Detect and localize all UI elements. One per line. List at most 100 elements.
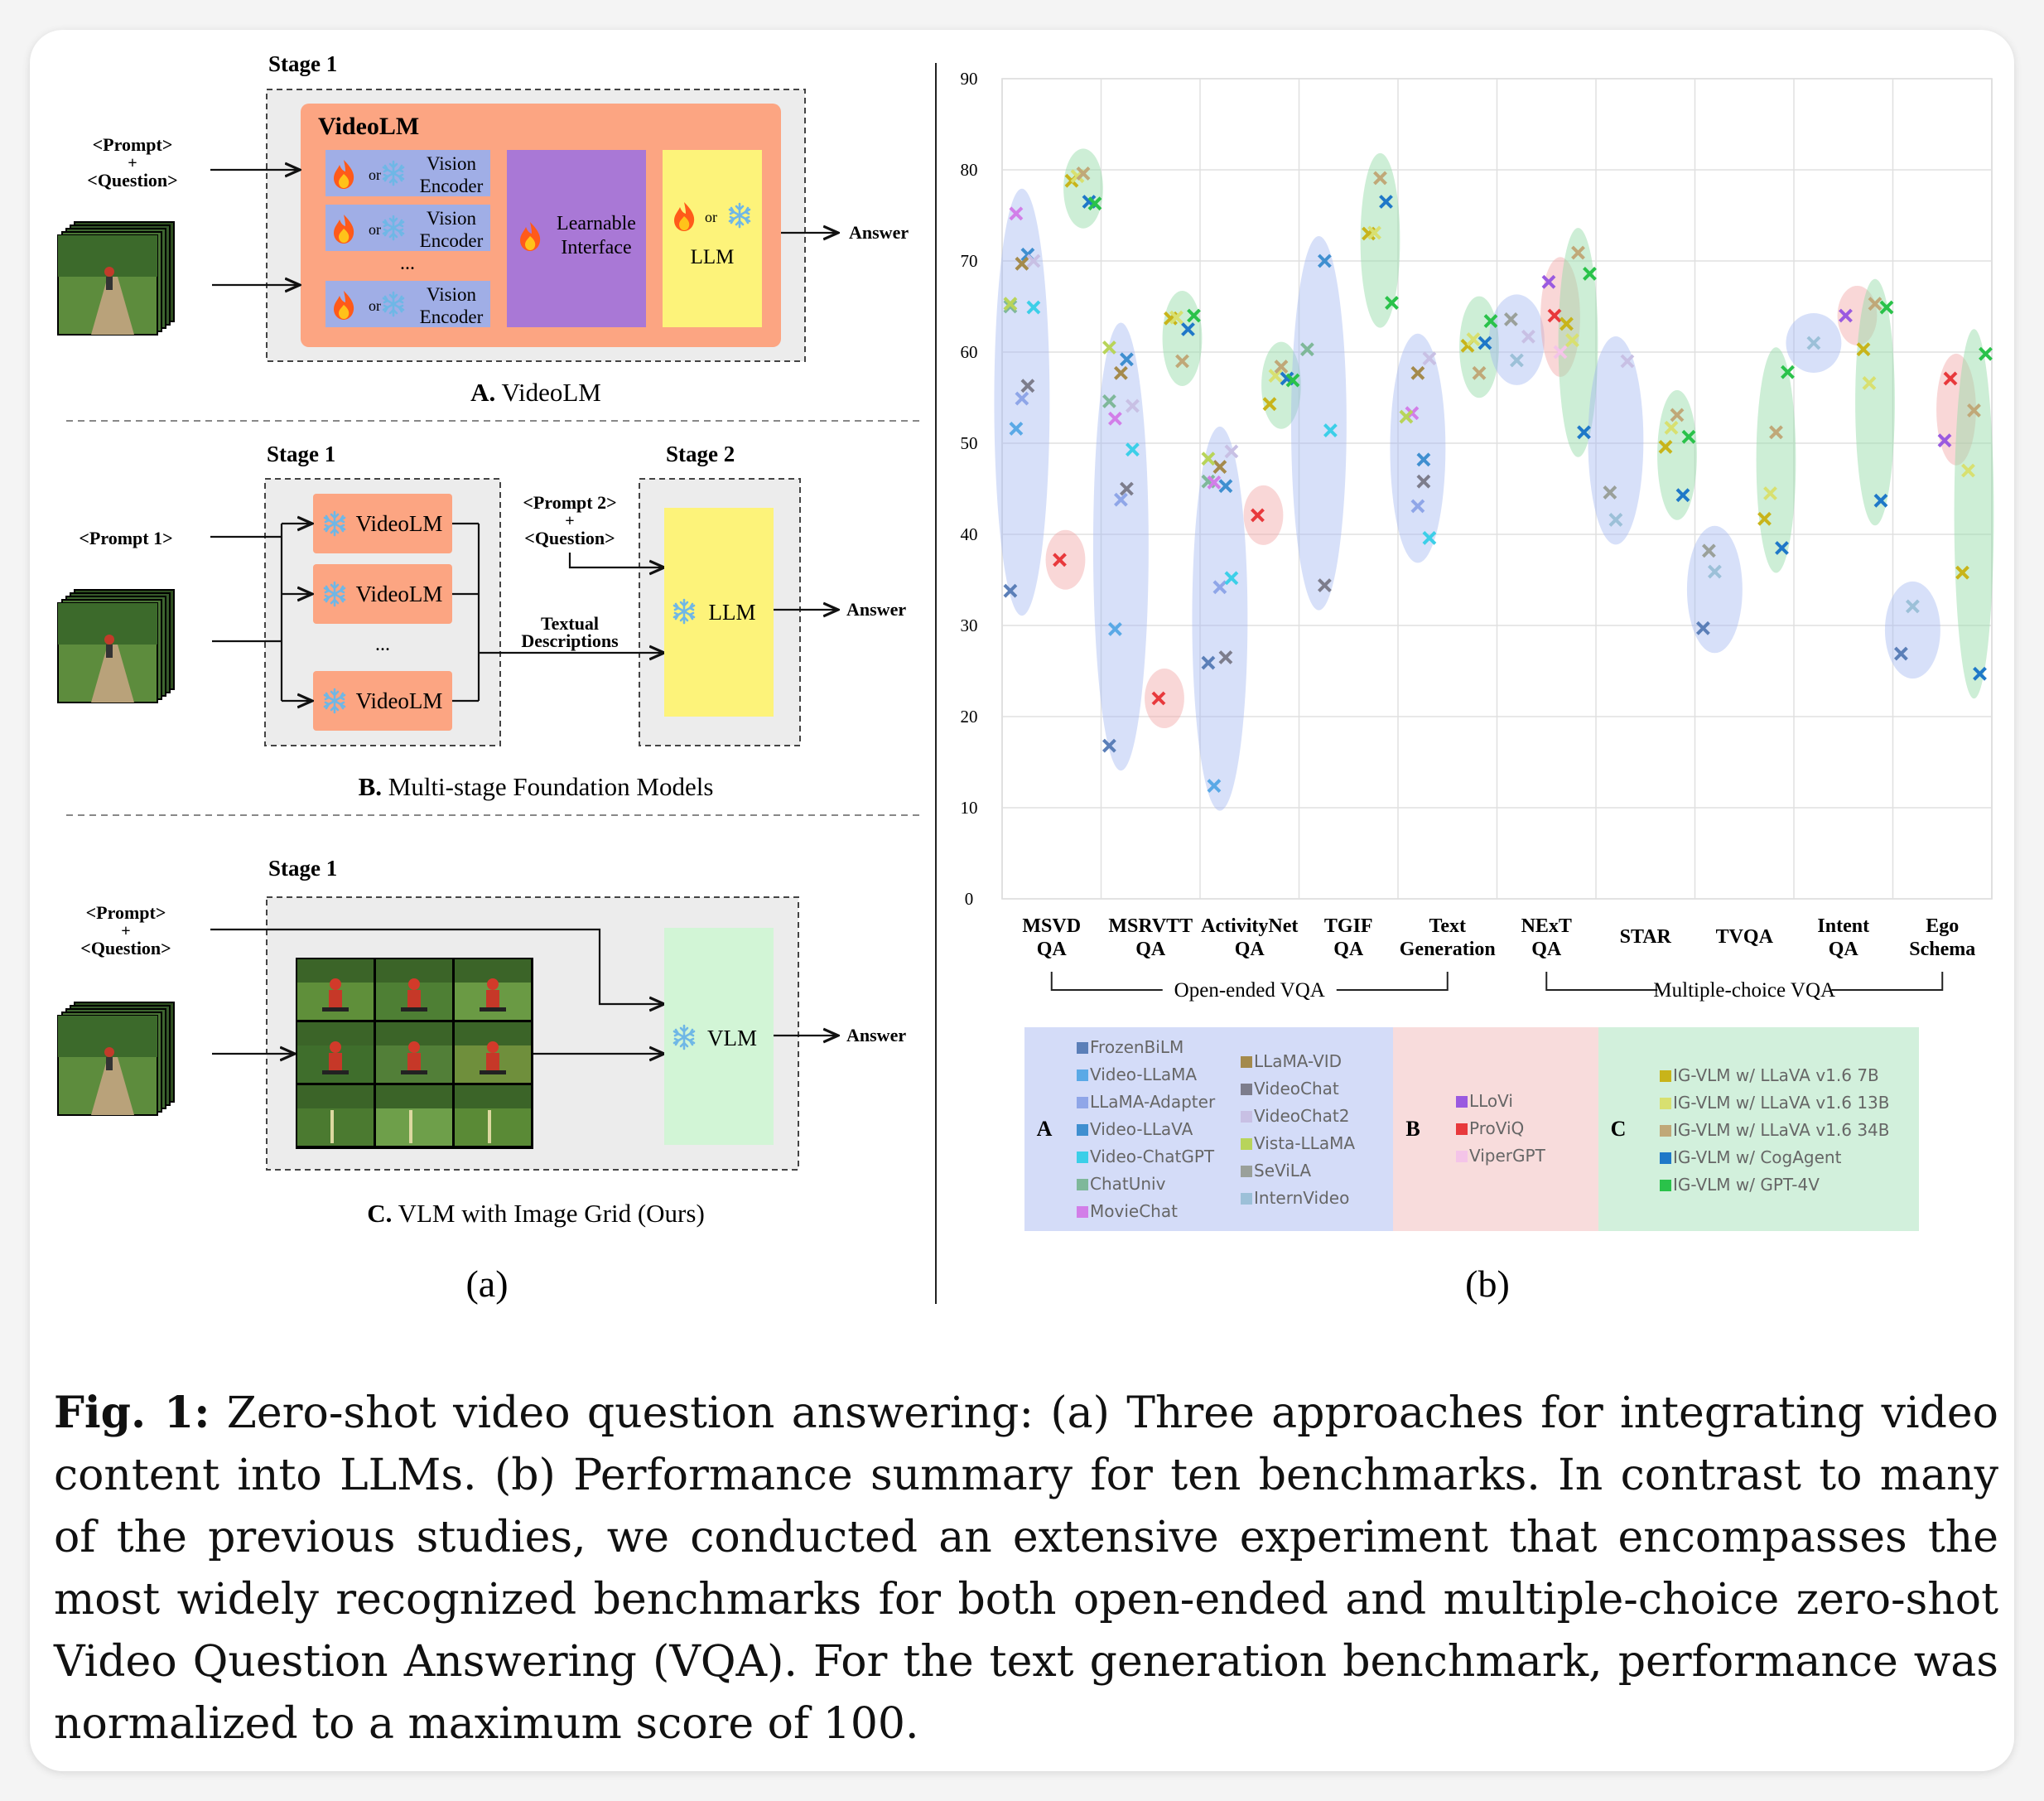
svg-text:Descriptions: Descriptions — [521, 630, 619, 651]
data-point — [1125, 398, 1140, 413]
svg-text:VLM: VLM — [707, 1026, 757, 1050]
svg-text:<Prompt 2>: <Prompt 2> — [523, 492, 616, 513]
group-ellipse-a — [1390, 333, 1446, 563]
legend-item: ChatUniv — [1077, 1174, 1166, 1194]
data-point — [1893, 646, 1908, 661]
data-point — [1053, 553, 1067, 567]
svg-text:or: or — [369, 297, 381, 314]
legend-item: MovieChat — [1077, 1201, 1178, 1221]
svg-text:IG-VLM w/ GPT-4V: IG-VLM w/ GPT-4V — [1673, 1175, 1820, 1195]
data-point — [1076, 166, 1091, 181]
group-ellipse-a — [1290, 236, 1347, 611]
data-point — [1658, 439, 1673, 454]
data-point — [1224, 444, 1239, 459]
data-point — [1955, 565, 1969, 580]
svg-text:or: or — [369, 221, 381, 238]
data-point — [1262, 397, 1277, 412]
legend-item: IG-VLM w/ LLaVA v1.6 13B — [1660, 1093, 1889, 1113]
data-point — [1553, 345, 1568, 360]
legend-item: SeViLA — [1241, 1161, 1311, 1181]
legend-item: IG-VLM w/ GPT-4V — [1660, 1175, 1820, 1195]
svg-text:LLM: LLM — [709, 600, 756, 625]
data-point — [1763, 486, 1777, 500]
svg-text:IG-VLM w/ LLaVA v1.6 13B: IG-VLM w/ LLaVA v1.6 13B — [1673, 1093, 1889, 1113]
svg-text:IG-VLM w/ CogAgent: IG-VLM w/ CogAgent — [1673, 1147, 1842, 1167]
legend-group-label: C — [1611, 1117, 1627, 1141]
data-point — [1113, 492, 1128, 507]
svg-text:LLaMA-Adapter: LLaMA-Adapter — [1090, 1092, 1216, 1112]
svg-text:Stage 2: Stage 2 — [666, 442, 735, 466]
svg-text:VideoChat: VideoChat — [1254, 1079, 1339, 1098]
group-ellipse-b — [1540, 257, 1580, 377]
x-category-label: TVQA — [1716, 926, 1774, 948]
data-point — [1769, 425, 1783, 440]
y-tick-label: 60 — [961, 342, 978, 362]
svg-text:VideoLM: VideoLM — [356, 511, 443, 536]
data-point — [1422, 351, 1437, 366]
data-point — [1478, 336, 1492, 350]
a-encoder-dots: ... — [400, 253, 415, 274]
figure-caption: Fig. 1: Zero-shot video question answeri… — [54, 1382, 1998, 1755]
data-point — [1207, 779, 1222, 794]
data-point — [1119, 352, 1134, 367]
data-point — [1169, 310, 1183, 325]
svg-text:FrozenBiLM: FrozenBiLM — [1090, 1037, 1183, 1057]
vision-encoder-2: or Vision Encoder — [325, 205, 490, 251]
data-point — [1967, 403, 1981, 418]
group-ellipse-c — [1855, 278, 1895, 526]
data-point — [1879, 300, 1894, 315]
b-videolm-3: VideoLM — [313, 671, 452, 731]
data-point — [1973, 666, 1987, 681]
data-point — [1583, 266, 1597, 281]
data-point — [1187, 308, 1201, 323]
data-point — [1577, 425, 1591, 440]
data-point — [1125, 442, 1140, 457]
a-llm-label: LLM — [691, 246, 735, 268]
group-ellipse-c — [1558, 228, 1598, 457]
data-point — [1379, 195, 1393, 209]
data-point — [1873, 493, 1888, 508]
grid-cell-image — [297, 1022, 374, 1083]
group-ellipse-c — [1954, 329, 1994, 699]
svg-text:Textual: Textual — [541, 613, 599, 634]
svg-text:Video-LLaMA: Video-LLaMA — [1090, 1065, 1197, 1084]
data-point — [1675, 488, 1690, 503]
data-point — [1416, 474, 1431, 489]
grid-cell-image — [297, 959, 374, 1020]
data-point — [1757, 511, 1772, 526]
svg-text:<Question>: <Question> — [80, 938, 171, 958]
c-video-frames — [57, 1002, 175, 1116]
svg-text:or: or — [369, 167, 381, 183]
x-group-bracket: Multiple-choice VQA — [1545, 972, 1944, 1002]
data-point — [1571, 245, 1585, 260]
group-ellipse-b — [1045, 529, 1086, 590]
data-point — [1285, 373, 1300, 388]
b-prompt1-label: <Prompt 1> — [79, 528, 172, 548]
legend-group-b — [1393, 1027, 1598, 1231]
data-point — [1979, 346, 1993, 361]
grid-cell-image — [376, 959, 452, 1020]
data-point — [1020, 379, 1035, 394]
y-tick-label: 70 — [961, 251, 978, 271]
data-point — [1565, 333, 1579, 348]
data-point — [1472, 365, 1487, 380]
data-point — [1087, 196, 1102, 211]
panel-label-b: (b) — [1465, 1263, 1510, 1305]
a-llm-box — [663, 150, 762, 327]
x-group-label: Multiple-choice VQA — [1653, 979, 1835, 1002]
y-tick-label: 0 — [965, 889, 974, 909]
legend-item: IG-VLM w/ LLaVA v1.6 7B — [1660, 1065, 1879, 1085]
data-point — [1681, 429, 1696, 444]
group-ellipse-a — [1884, 581, 1940, 679]
svg-text:Vision: Vision — [427, 284, 476, 305]
svg-text:VideoLM: VideoLM — [356, 582, 443, 606]
data-point — [1317, 253, 1332, 268]
group-ellipse-c — [1756, 347, 1796, 573]
group-ellipse-c — [1063, 148, 1103, 229]
